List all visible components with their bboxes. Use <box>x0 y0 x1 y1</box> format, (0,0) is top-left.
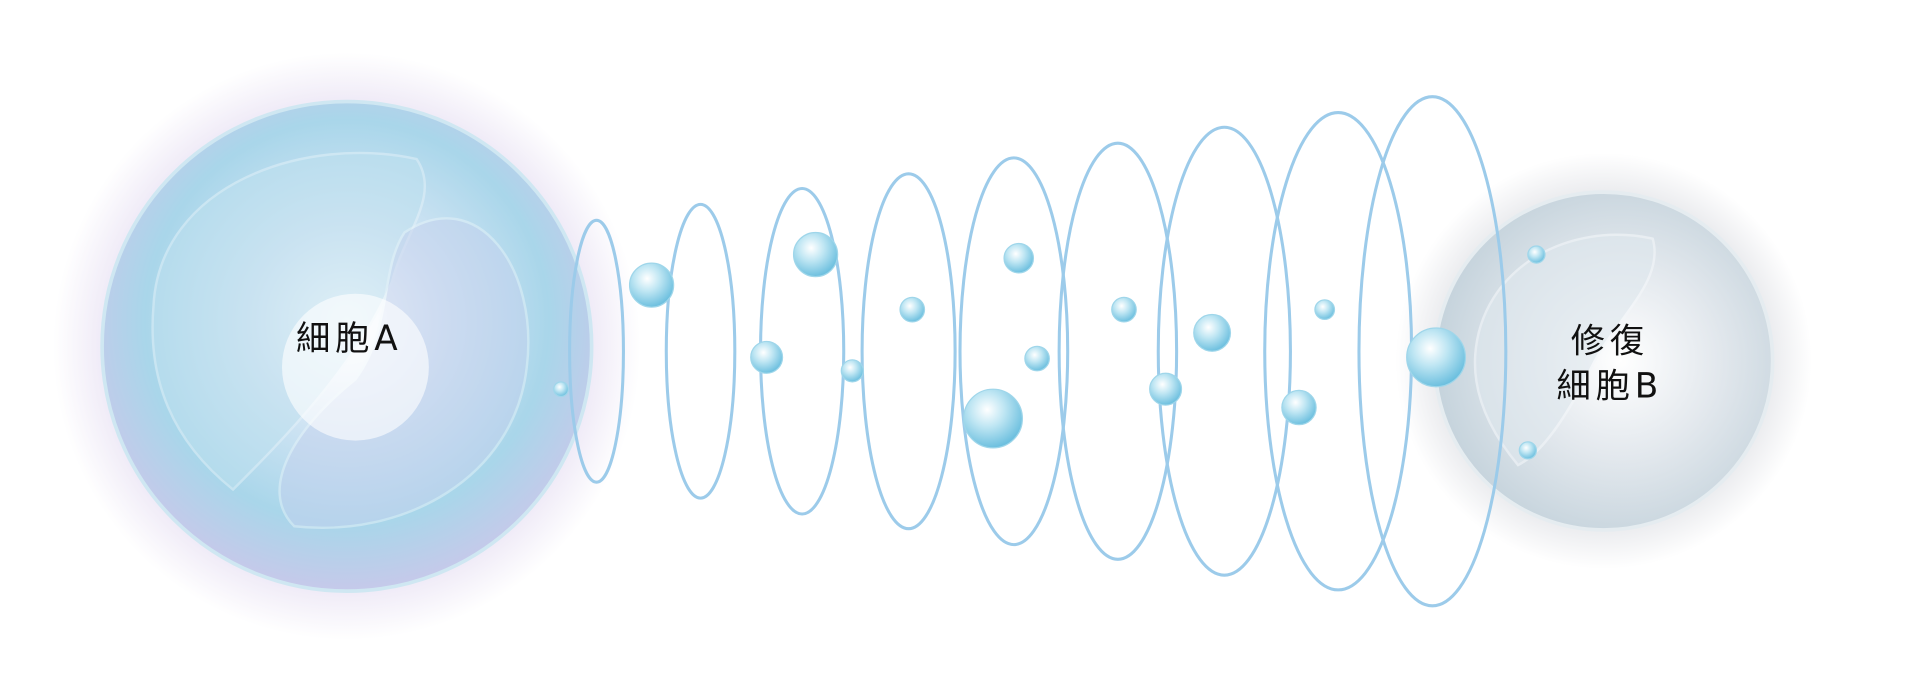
cell-a <box>53 52 641 641</box>
signal-ring <box>958 156 1070 547</box>
molecule-bubbles <box>553 231 1546 460</box>
cell-a-label: 細胞A <box>296 319 403 359</box>
signal-ring <box>568 218 625 484</box>
bubble <box>840 359 864 383</box>
bubble <box>963 388 1024 449</box>
bubble <box>1518 441 1538 460</box>
bubble <box>553 381 569 398</box>
bubble <box>1003 242 1035 274</box>
cell-b <box>1395 152 1812 570</box>
bubble <box>1314 299 1336 321</box>
signal-ring <box>664 202 737 500</box>
bubble <box>792 231 839 278</box>
bubble <box>1024 345 1050 372</box>
signal-ring <box>860 172 957 531</box>
cell-b-label-line1: 修復 <box>1571 321 1649 361</box>
bubble <box>1281 389 1317 426</box>
bubble <box>628 262 675 308</box>
signal-ring <box>1357 95 1508 608</box>
bubble <box>750 340 784 374</box>
signal-ring <box>1057 141 1179 561</box>
signal-ring <box>1156 125 1292 577</box>
bubble <box>899 296 926 323</box>
bubble <box>1111 296 1137 323</box>
bubble <box>1149 372 1183 406</box>
bubble <box>1527 245 1546 264</box>
cell-b-label-line2: 細胞B <box>1557 367 1664 407</box>
bubble <box>1406 327 1467 388</box>
signal-rings <box>568 95 1508 608</box>
signal-ring <box>1263 111 1414 592</box>
bubble <box>1193 313 1232 352</box>
